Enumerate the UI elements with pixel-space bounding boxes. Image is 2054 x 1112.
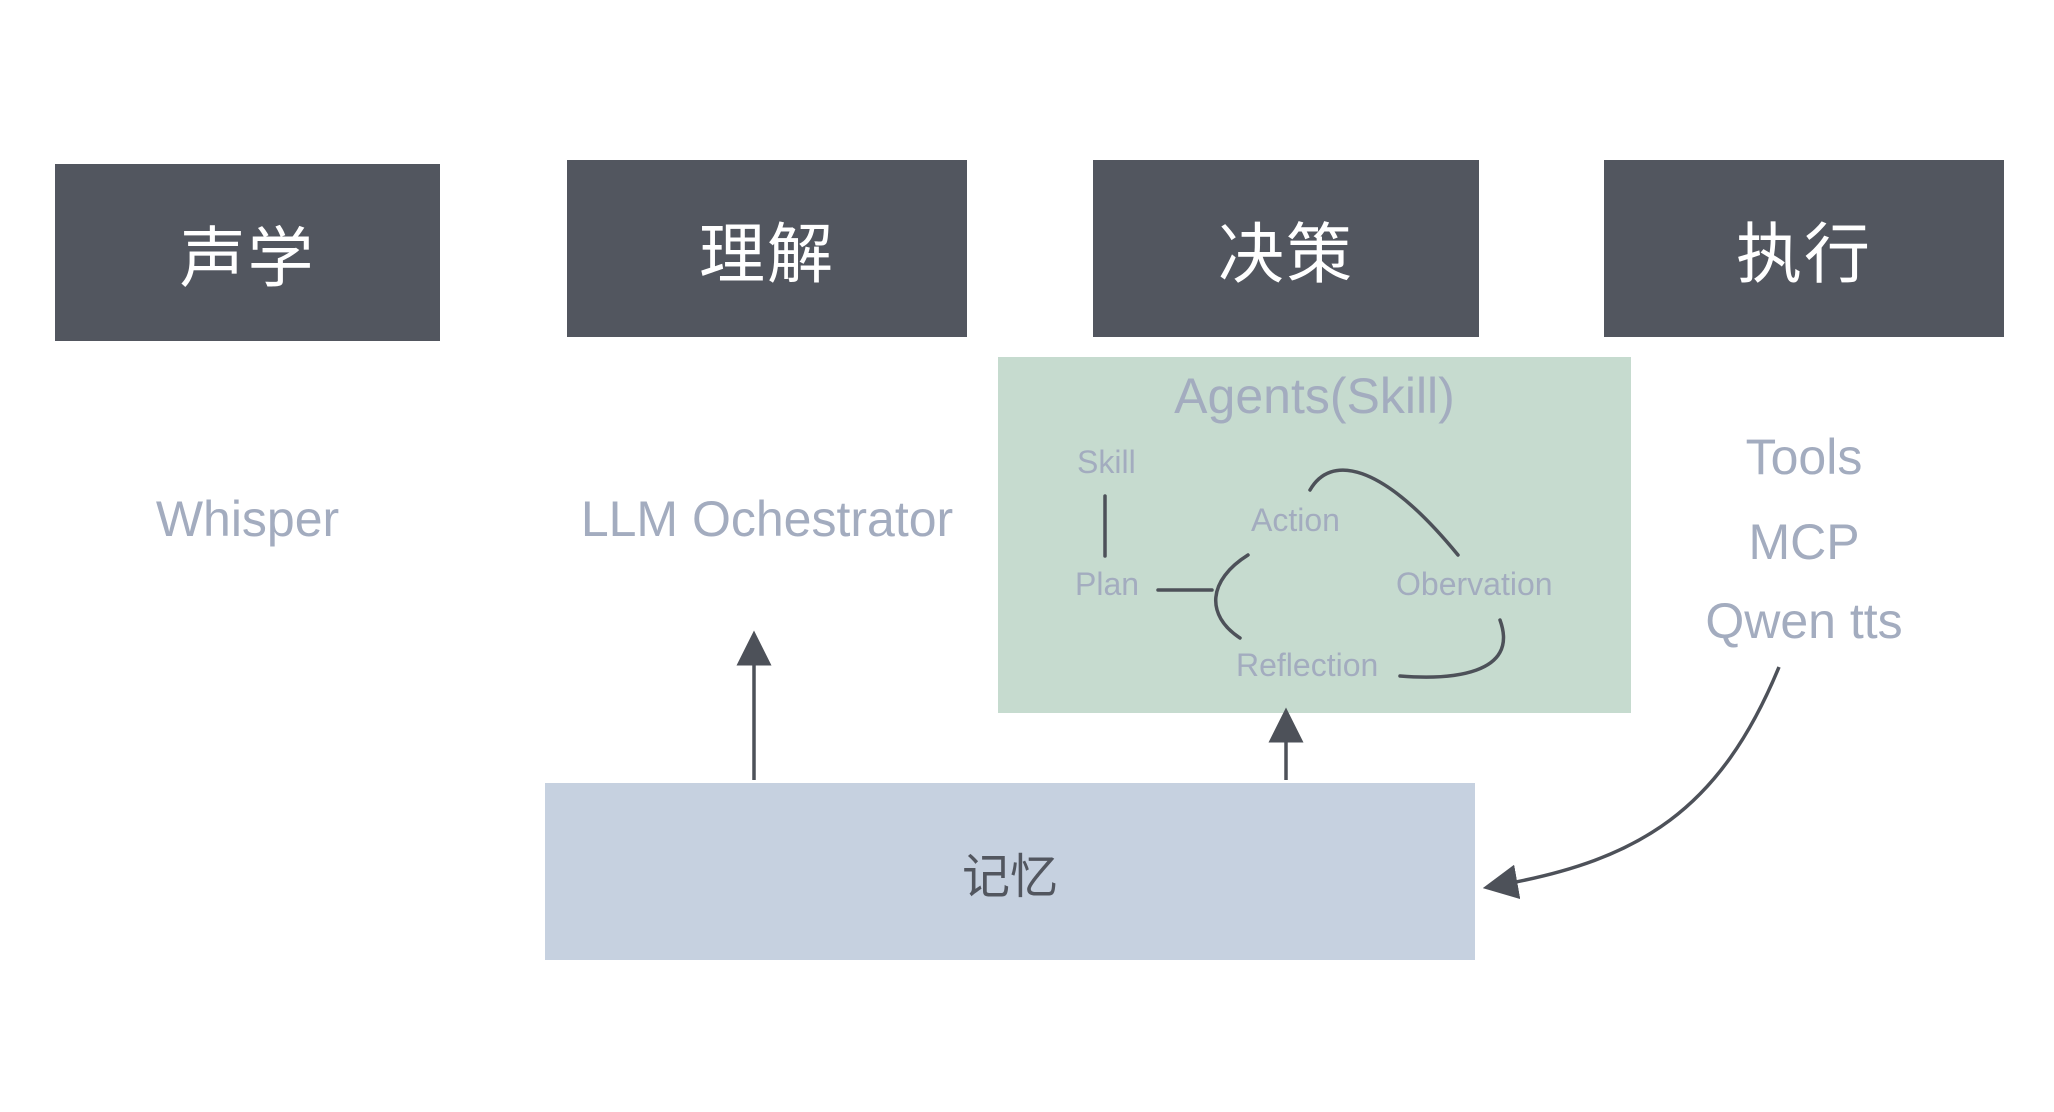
mcp-label: MCP <box>1748 514 1860 570</box>
stage-understanding: 理解 <box>567 160 967 337</box>
action-node: Action <box>1251 502 1340 538</box>
agents-panel: Agents(Skill) Skill Plan Action Obervati… <box>998 357 1631 713</box>
whisper-label: Whisper <box>155 491 340 547</box>
stage-acoustic: 声学 <box>55 164 440 341</box>
agents-title: Agents(Skill) <box>1174 368 1455 424</box>
stage-acoustic-label: 声学 <box>179 219 316 297</box>
llm-orchestrator-label: LLM Ochestrator <box>580 491 954 547</box>
stage-execution-label: 执行 <box>1736 215 1872 293</box>
stage-execution: 执行 <box>1604 160 2004 337</box>
skill-node: Skill <box>1077 444 1136 480</box>
stage-understanding-label: 理解 <box>699 215 835 293</box>
observation-node: Obervation <box>1396 566 1553 602</box>
stage-decision-label: 决策 <box>1218 215 1354 293</box>
memory-box: 记忆 <box>545 783 1475 960</box>
plan-node: Plan <box>1075 566 1140 602</box>
memory-label: 记忆 <box>961 848 1058 905</box>
qwen-tts-label: Qwen tts <box>1705 593 1903 649</box>
tools-label: Tools <box>1745 429 1863 485</box>
stage-decision: 决策 <box>1093 160 1479 337</box>
reflection-node: Reflection <box>1236 647 1379 683</box>
